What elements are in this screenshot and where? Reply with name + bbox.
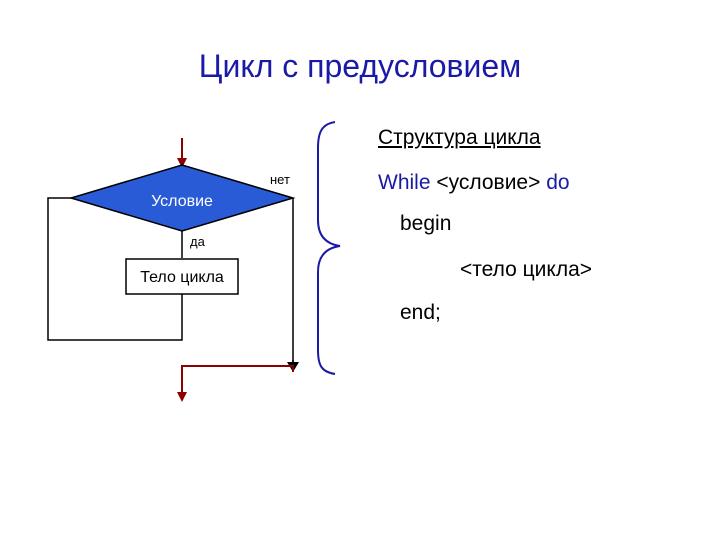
loop-body-label: Тело цикла — [140, 269, 224, 286]
keyword-do: do — [546, 171, 570, 194]
keyword-while: While — [378, 171, 431, 194]
code-line-end: end; — [400, 301, 441, 324]
no-label: нет — [270, 172, 290, 187]
loop-back-connector — [47, 197, 183, 341]
yes-label: да — [190, 234, 206, 249]
structure-heading: Структура цикла — [378, 126, 541, 149]
code-line-while: While <условие> do — [378, 171, 570, 195]
code-line-body: <тело цикла> — [460, 258, 593, 281]
page-title: Цикл с предусловием — [198, 48, 522, 84]
condition-label: Условие — [151, 193, 213, 210]
while-condition: <условие> — [430, 171, 547, 194]
curly-brace — [317, 121, 341, 375]
exit-connector — [181, 365, 294, 395]
loop-body-box — [125, 258, 239, 295]
code-line-begin: begin — [400, 212, 452, 235]
